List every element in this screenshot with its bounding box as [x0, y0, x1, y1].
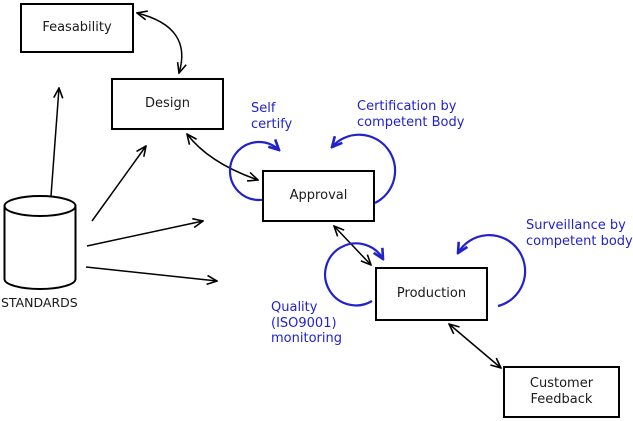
node-feasability: Feasability	[20, 3, 134, 53]
arrow-production-customer-feedback	[449, 324, 501, 368]
standards-label: STANDARDS	[1, 295, 78, 310]
node-customer-feedback: Customer Feedback	[503, 366, 620, 418]
arrow-standards-to-feasability	[50, 88, 59, 197]
node-approval: Approval	[262, 170, 375, 222]
self-certify-loop-arrow	[228, 142, 279, 202]
node-approval-label: Approval	[289, 188, 348, 203]
annotation-self-certify: Self certify	[251, 101, 293, 132]
annotation-certification-by-competent-body: Certification by competent Body	[357, 99, 465, 130]
node-customer-feedback-label: Customer Feedback	[529, 376, 594, 407]
arrow-design-approval	[187, 134, 258, 180]
node-feasability-label: Feasability	[42, 20, 112, 35]
arrow-feasability-design	[137, 13, 182, 73]
node-production-label: Production	[396, 286, 467, 301]
surveillance-loop-arrow	[458, 234, 527, 308]
arrow-approval-production	[334, 226, 371, 265]
arrow-standards-to-production	[85, 266, 217, 281]
certification-loop-arrow	[332, 133, 397, 204]
standards-cylinder-icon	[3, 195, 77, 290]
annotation-quality-iso9001-monitoring: Quality (ISO9001) monitoring	[271, 300, 342, 346]
node-production: Production	[375, 267, 488, 321]
annotation-surveillance-by-competent-body: Surveillance by competent body	[526, 218, 633, 249]
arrow-standards-to-approval	[86, 221, 203, 247]
arrow-standards-to-design	[91, 146, 146, 222]
node-design: Design	[111, 78, 224, 130]
node-design-label: Design	[145, 96, 190, 111]
quality-monitoring-loop-arrow	[324, 242, 383, 307]
